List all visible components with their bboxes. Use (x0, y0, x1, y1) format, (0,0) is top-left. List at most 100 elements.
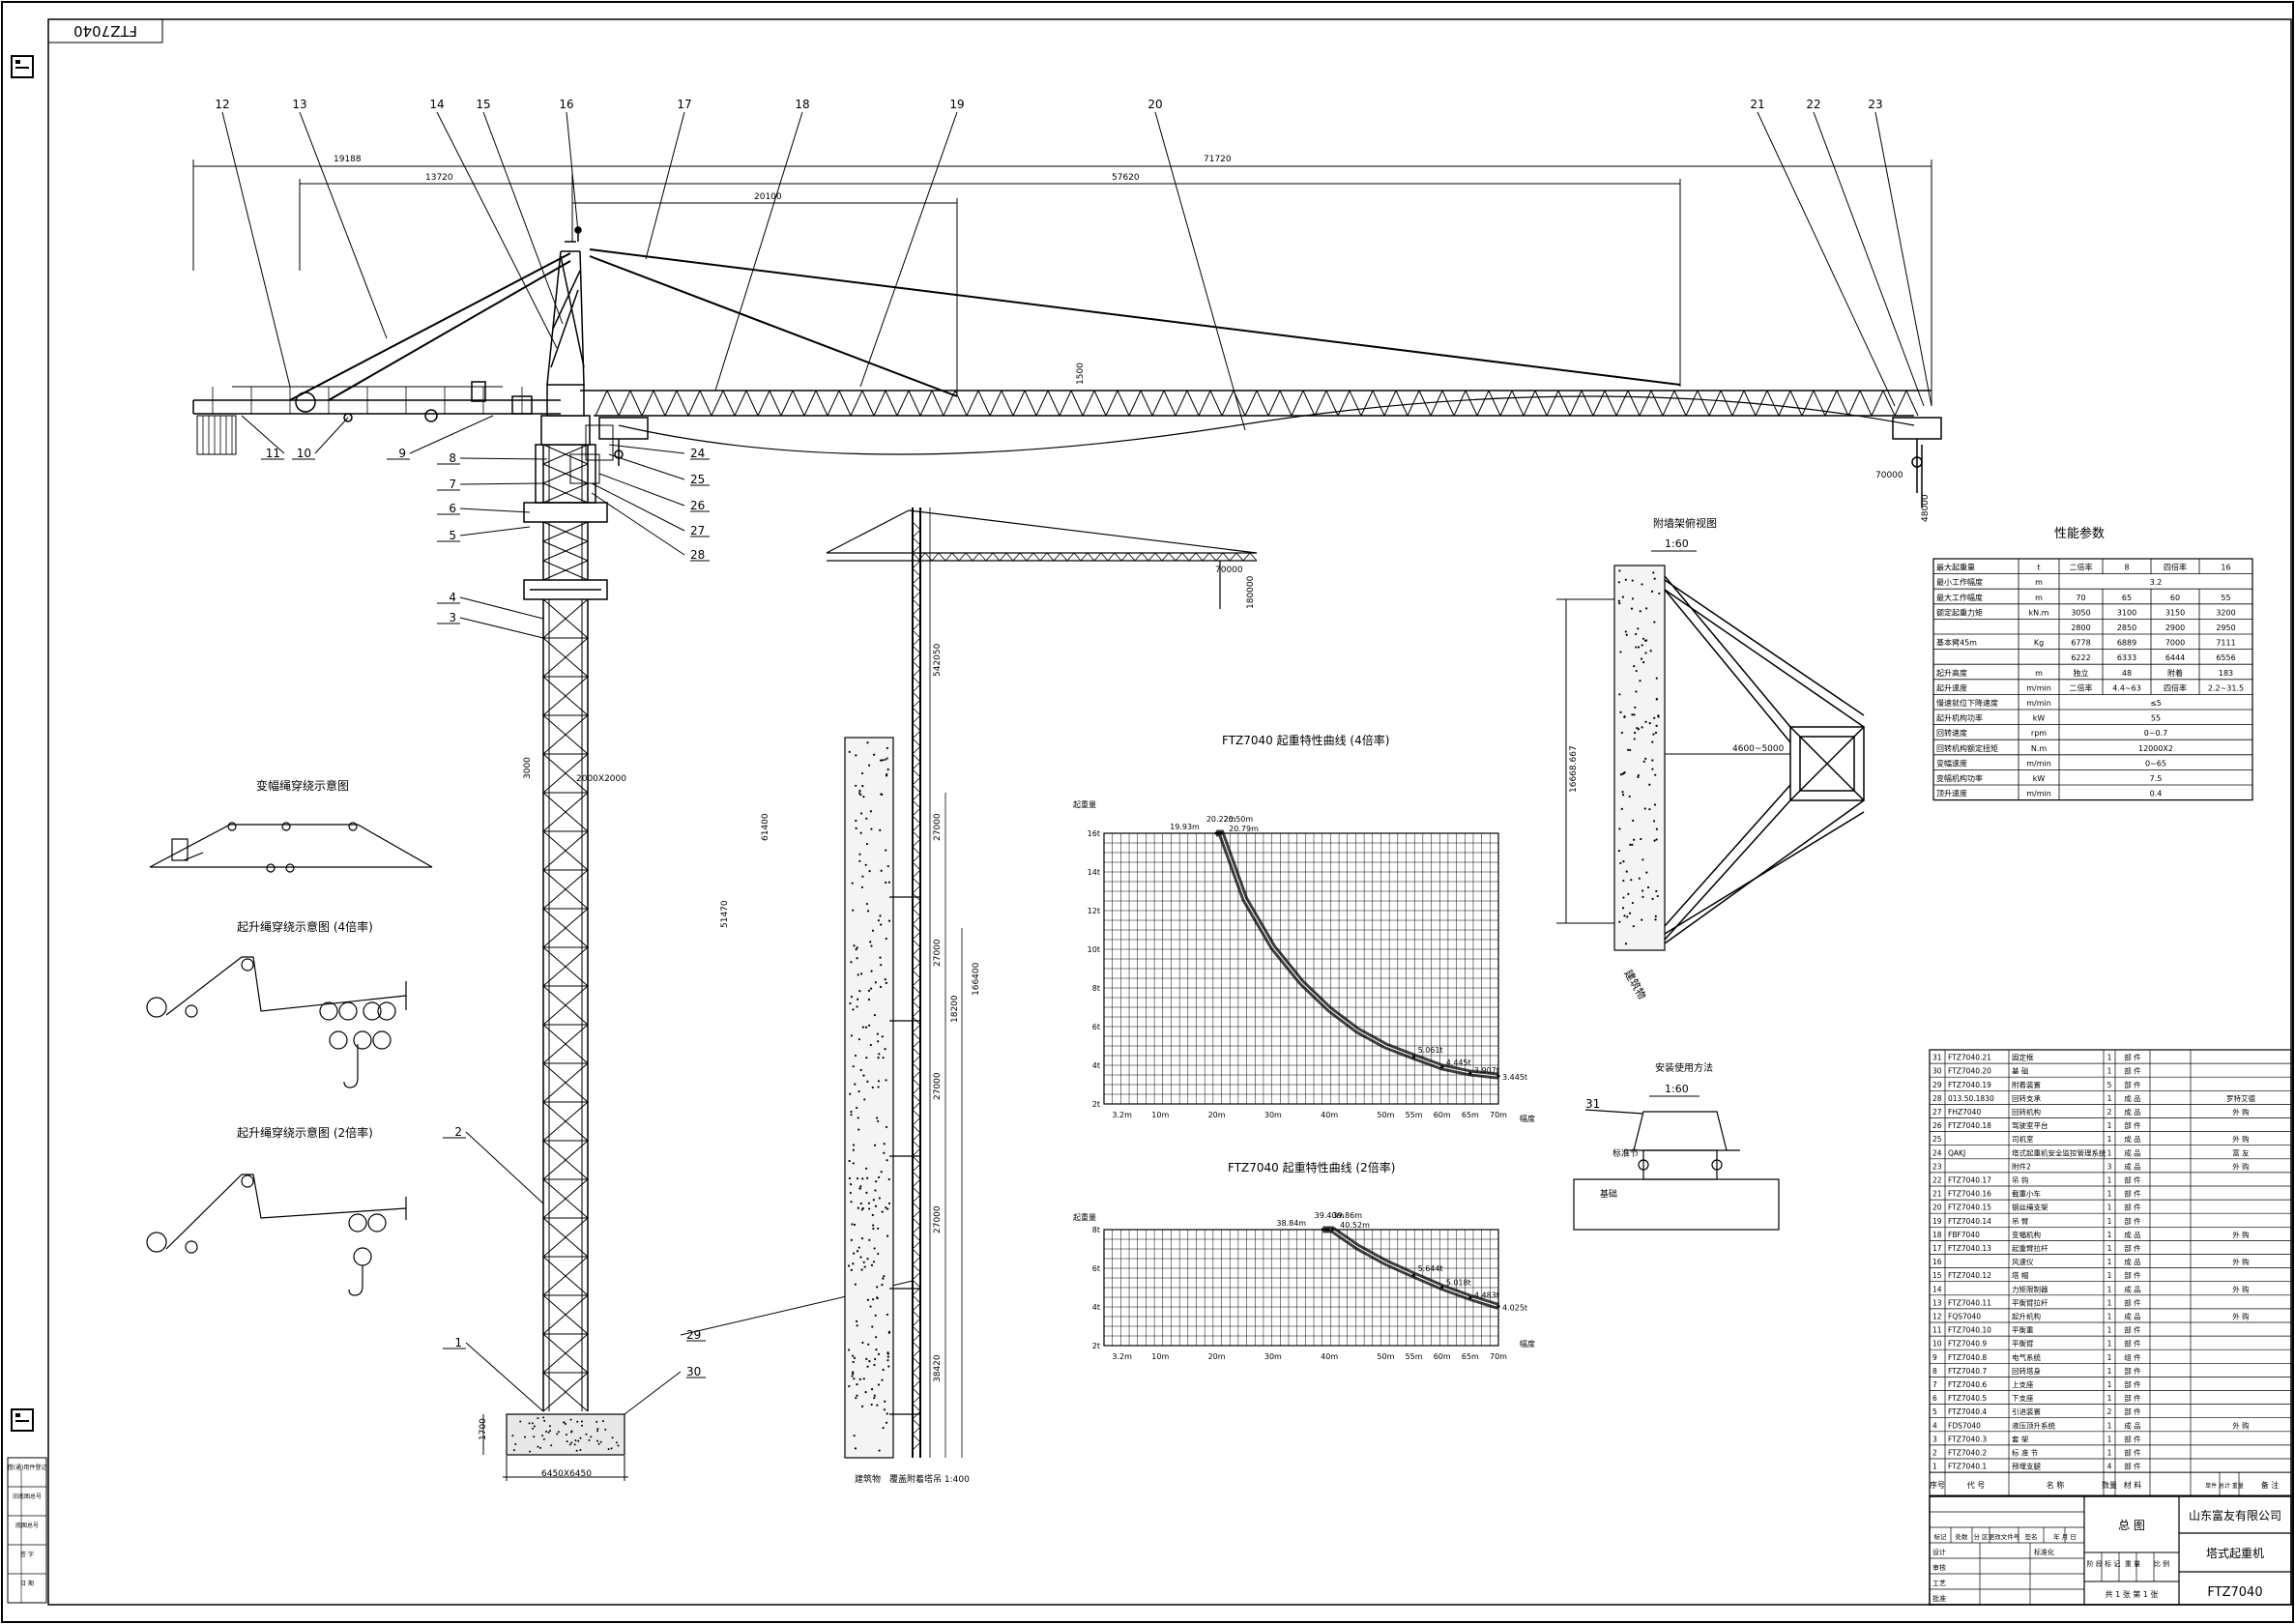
jib-diagonal (1187, 391, 1199, 416)
jib-diagonal (839, 391, 851, 416)
texture-dot (857, 999, 858, 1000)
texture-dot (886, 1422, 887, 1424)
tower2-diagonal (913, 1009, 920, 1017)
part-label: 23 (1868, 98, 1882, 111)
y-tick-label: 8t (1092, 1226, 1100, 1234)
parts-cell: 部 件 (2124, 1339, 2141, 1348)
parts-cell: 罗特艾德 (2226, 1093, 2255, 1103)
perf-cell: m/min (2026, 790, 2051, 798)
parts-header-cell: 序号 (1930, 1480, 1945, 1490)
perf-cell: 起升速度 (1936, 682, 1967, 692)
tower2-jib-diagonal (1128, 553, 1135, 561)
texture-dot (851, 996, 853, 998)
texture-dot (558, 1431, 560, 1433)
parts-cell: FQS7040 (1948, 1313, 1981, 1321)
tower2-jib-diagonal (1209, 553, 1216, 561)
parts-cell: 24 (1932, 1148, 1942, 1157)
texture-dot (859, 794, 861, 796)
texture-dot (865, 1192, 867, 1194)
jib-diagonal (1756, 391, 1767, 416)
texture-dot (565, 1423, 566, 1425)
texture-dot (1632, 902, 1634, 904)
jib-diagonal (1060, 391, 1071, 416)
role-label: 设计 (1932, 1548, 1946, 1556)
dim-m27000a: 27000 (933, 813, 943, 841)
perf-cell: Kg (2034, 639, 2044, 648)
parts-header-cell: 代 号 (1967, 1480, 1986, 1490)
texture-dot (852, 1355, 854, 1357)
tower2-diagonal (913, 1295, 920, 1303)
parts-cell: 9 (1932, 1353, 1937, 1362)
texture-dot (853, 1361, 855, 1363)
texture-dot (1655, 725, 1657, 727)
texture-dot (865, 818, 867, 820)
tower2-jib-diagonal (1196, 553, 1203, 561)
texture-dot (534, 1426, 536, 1428)
tower2-diagonal (913, 1063, 920, 1071)
parts-cell: FBF7040 (1948, 1231, 1980, 1239)
part-label: 2 (454, 1125, 462, 1139)
texture-dot (877, 1253, 879, 1255)
texture-dot (1618, 581, 1620, 583)
parts-cell: 1 (2107, 1244, 2112, 1253)
tower2-diagonal (913, 1203, 920, 1210)
tower2-diagonal (913, 615, 920, 623)
jib-diagonal (909, 391, 920, 416)
x-tick-label: 70m (1490, 1111, 1507, 1119)
part-label: 11 (266, 447, 280, 460)
jib-diagonal (1025, 391, 1036, 416)
parts-cell: FTZ7040.6 (1948, 1380, 1987, 1389)
hoist2-title: 起升绳穿绕示意图 (2倍率) (237, 1125, 373, 1140)
curve-annotation: 4.483t (1474, 1290, 1499, 1299)
texture-dot (548, 1432, 550, 1434)
part-label: 13 (292, 98, 306, 111)
tower2-jib-diagonal (1155, 553, 1162, 561)
curve-annotation: 38.84m (1276, 1219, 1306, 1228)
jib-diagonal (1129, 391, 1141, 416)
texture-dot (556, 1434, 558, 1436)
texture-dot (868, 1203, 870, 1204)
part-label: 24 (690, 447, 705, 460)
texture-dot (537, 1446, 538, 1448)
jib-diagonal (990, 391, 1002, 416)
parts-cell: 25 (1932, 1135, 1942, 1144)
parts-cell: 1 (2107, 1054, 2112, 1062)
texture-dot (875, 981, 877, 983)
texture-dot (1656, 678, 1658, 680)
tower2-jib-diagonal (1236, 553, 1243, 561)
texture-dot (1625, 630, 1627, 632)
part-label: 20 (1148, 98, 1162, 111)
curve-point (1220, 831, 1223, 834)
texture-dot (884, 759, 886, 761)
perf-cell: m (2035, 578, 2043, 587)
parts-cell: 1 (2107, 1380, 2112, 1389)
perf-cell: 起升高度 (1936, 668, 1967, 678)
parts-cell: 组 件 (2124, 1352, 2141, 1362)
jib-diagonal (1709, 391, 1721, 416)
tower2-diagonal (913, 870, 920, 878)
x-tick-label: 55m (1406, 1352, 1423, 1361)
texture-dot (863, 1098, 865, 1100)
parts-cell: 附着装置 (2012, 1080, 2041, 1089)
texture-dot (873, 1364, 875, 1366)
texture-dot (849, 751, 851, 753)
texture-dot (1624, 715, 1626, 717)
texture-dot (864, 1265, 866, 1267)
tower2-diagonal (913, 878, 920, 885)
chart1-ylabel: 起重量 (1073, 799, 1096, 809)
tower-head (547, 227, 584, 385)
tower2-diagonal (913, 855, 920, 862)
curve-point (1468, 1296, 1471, 1299)
texture-dot (1636, 670, 1638, 672)
texture-dot (524, 1436, 526, 1438)
texture-dot (1634, 707, 1636, 709)
tower2-jib-diagonal (1243, 553, 1250, 561)
parts-header-cell: 材 料 (2124, 1480, 2142, 1490)
perf-cell: 48 (2122, 669, 2132, 678)
parts-cell: 1 (2107, 1298, 2112, 1307)
texture-dot (862, 796, 864, 798)
parts-cell: 1 (2107, 1449, 2112, 1458)
texture-dot (1633, 925, 1635, 927)
texture-dot (1622, 794, 1624, 796)
texture-dot (877, 1057, 879, 1058)
